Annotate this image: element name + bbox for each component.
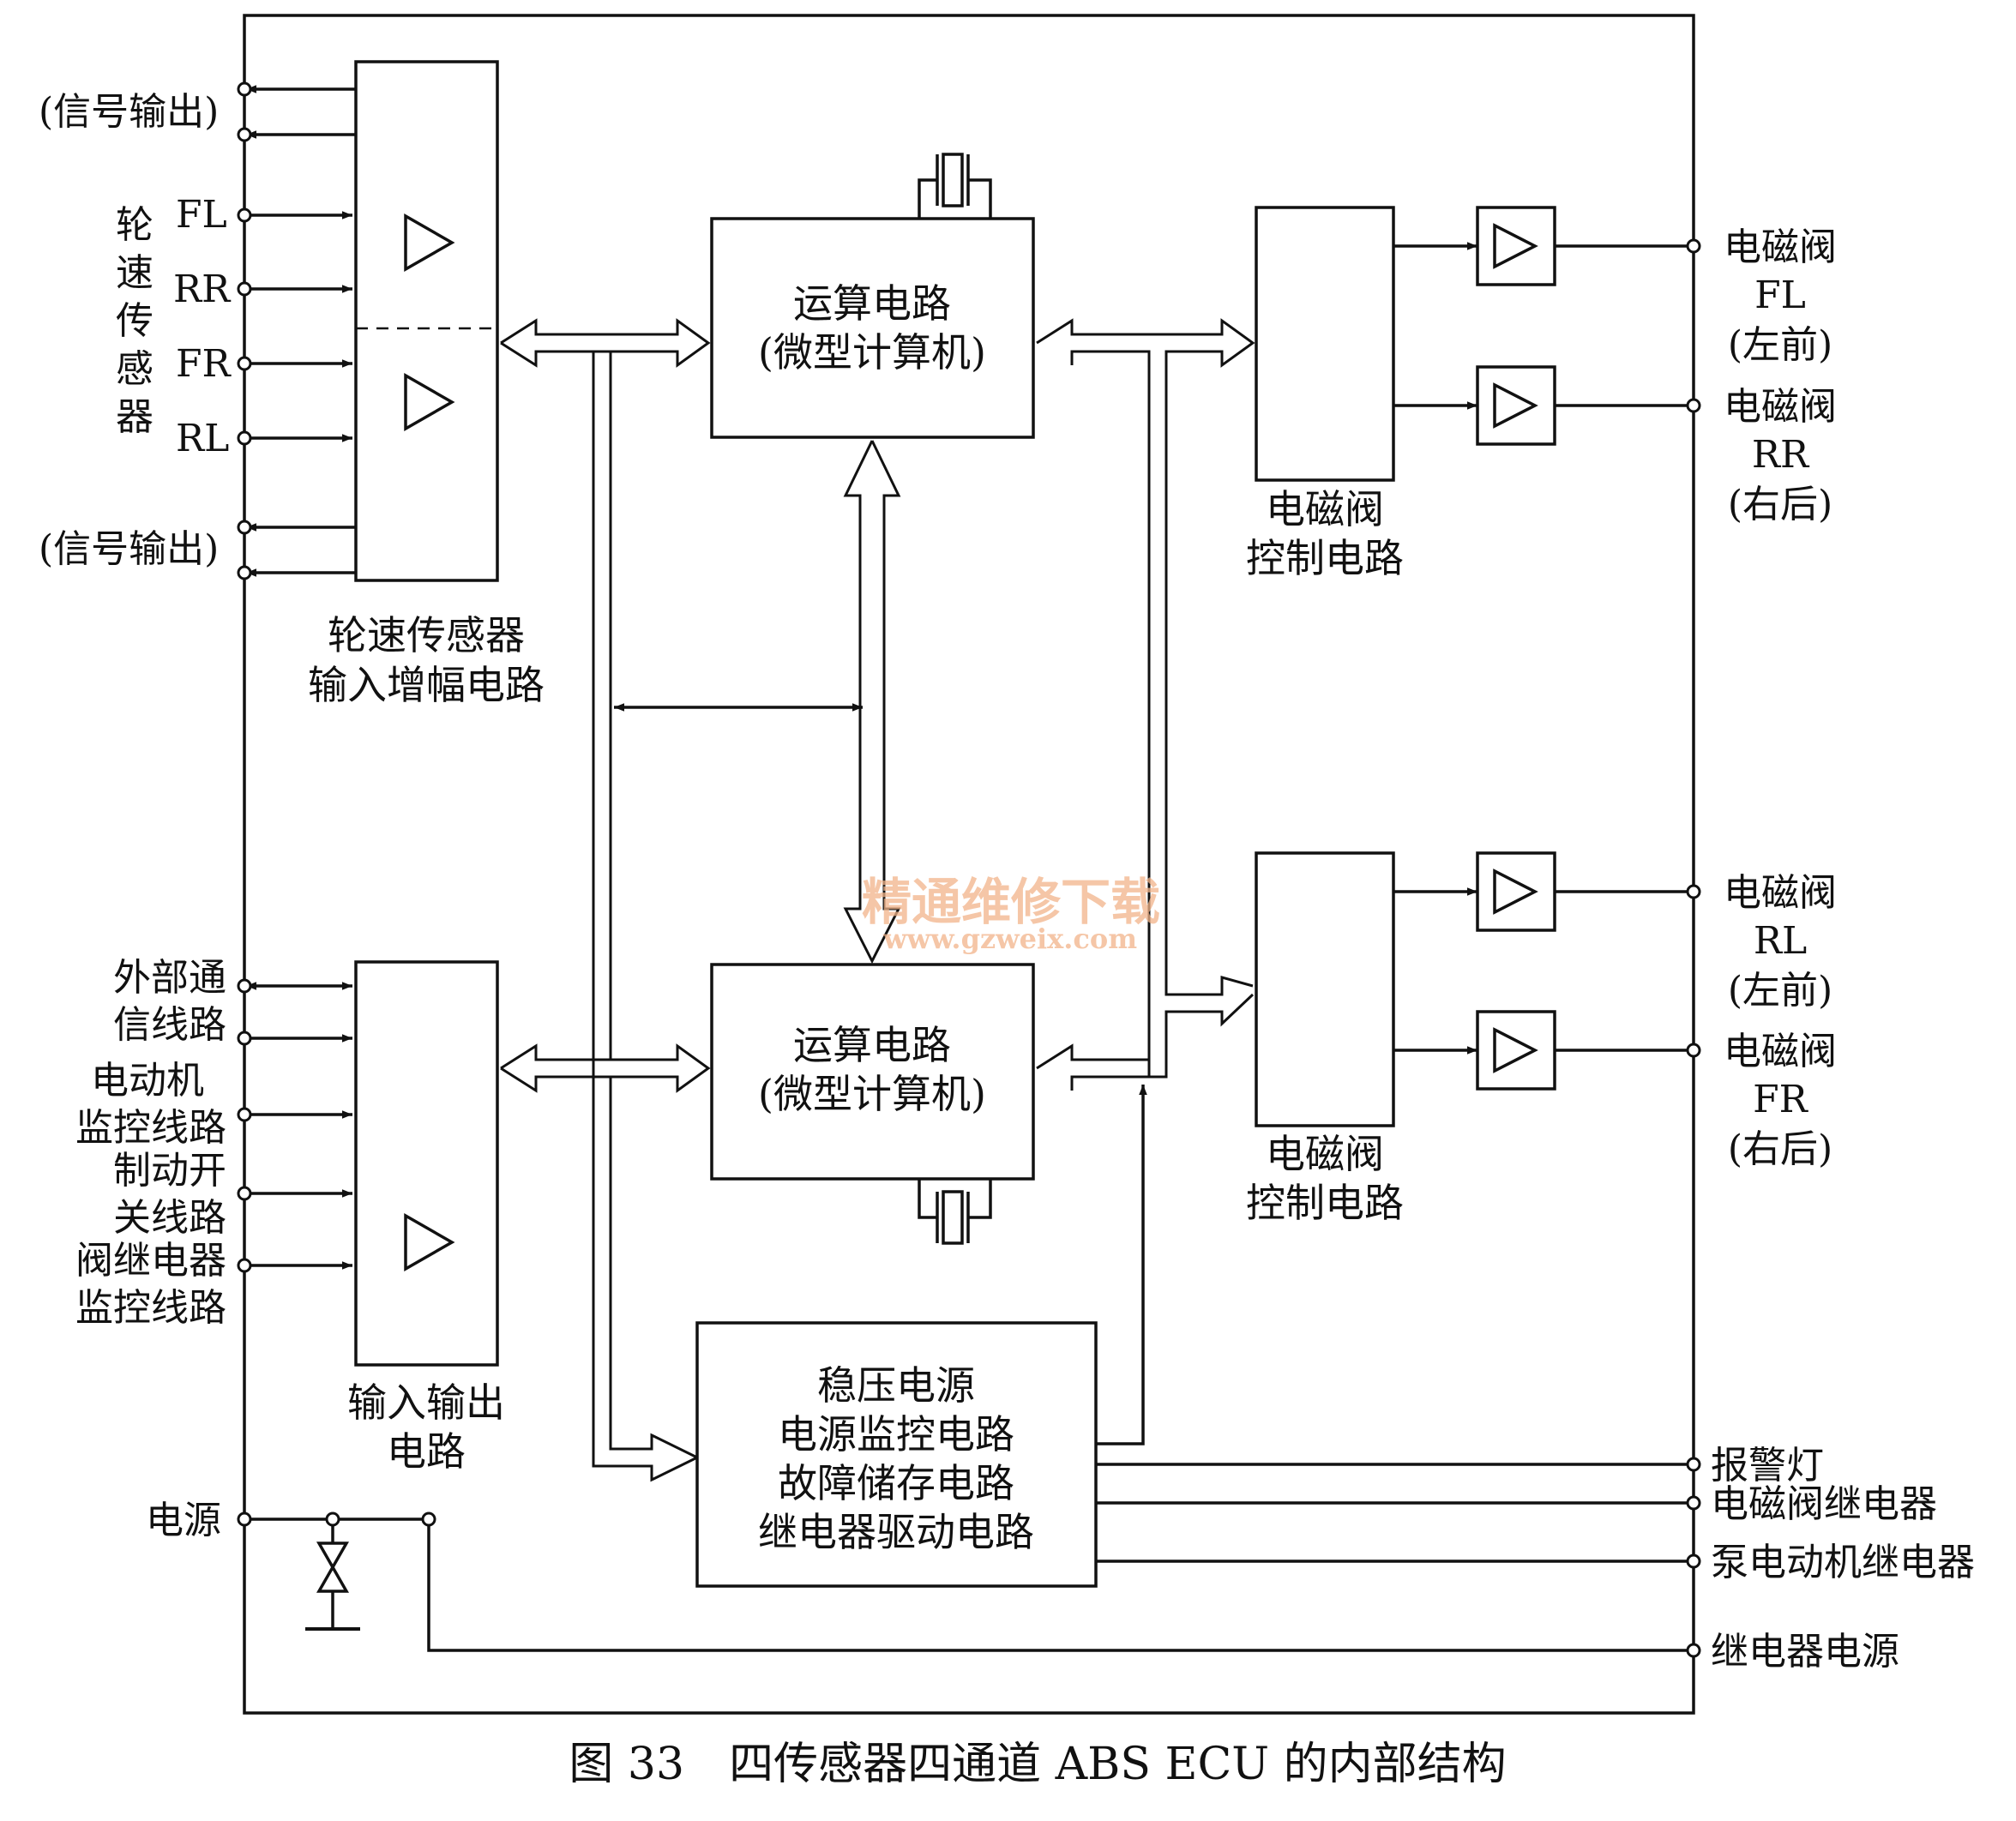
watermark-cn: 精通维修下载 (862, 873, 1160, 931)
valve-fl-label: FL (1754, 273, 1806, 317)
valve-ctrl-bottom-block (1255, 851, 1395, 1127)
driver-box-rl (1476, 851, 1556, 932)
figure-caption: 图 33 四传感器四通道 ABS ECU 的内部结构 (569, 1739, 1506, 1790)
bus-cpu-top-valve (1036, 318, 1255, 996)
wheel-sensor-char: 器 (116, 395, 153, 439)
io-circuit-block (354, 960, 499, 1367)
fl-label: FL (176, 193, 227, 237)
power-block-label: 继电器驱动电路 (758, 1509, 1034, 1555)
signal-out-bottom-label: (信号输出) (39, 527, 219, 571)
zener-diode-icon (316, 1542, 350, 1593)
motor-monitor-label: 监控线路 (75, 1106, 226, 1150)
rl-label: RL (176, 417, 229, 460)
wheel-sensor-char: 传 (116, 299, 153, 343)
driver-box-fr (1476, 1010, 1556, 1091)
driver-box-rr (1476, 365, 1556, 446)
valve-rl-label: 电磁阀 (1724, 871, 1837, 915)
ecu-boundary (243, 14, 1695, 1715)
pump-relay-label: 泵电动机继电器 (1711, 1541, 1975, 1584)
sensor-amp-block (354, 60, 499, 582)
cpu-top-label: 运算电路 (793, 280, 951, 327)
valve-fl-label: 电磁阀 (1724, 225, 1837, 269)
valve-ctrl-top-label: 电磁阀 (1266, 486, 1384, 532)
power-block-label: 电源监控电路 (778, 1411, 1014, 1457)
amp-triangle (404, 213, 455, 273)
valve-fr-label: 电磁阀 (1724, 1030, 1837, 1073)
sensor-amp-label: 轮速传感器 (328, 612, 525, 658)
valve-rl-label: RL (1754, 919, 1807, 963)
power-block-label: 稳压电源 (817, 1362, 975, 1409)
sensor-amp-label: 输入增幅电路 (308, 662, 545, 708)
valve-relay-monitor-label: 监控线路 (75, 1286, 226, 1330)
valve-rl-label: (左前) (1728, 969, 1832, 1013)
external-comm-label: 信线路 (113, 1003, 226, 1047)
cpu-bottom-label: (微型计算机) (758, 1071, 986, 1117)
rr-label: RR (173, 267, 232, 311)
signal-out-top-label: (信号输出) (39, 90, 219, 134)
bus-cpu-cpu (843, 440, 901, 965)
amp-triangle (404, 372, 455, 432)
wheel-sensor-char: 轮 (116, 203, 153, 247)
crystal-oscillator-bottom (918, 1179, 992, 1245)
valve-ctrl-bottom-label: 控制电路 (1246, 1180, 1404, 1226)
valve-rr-label: (右后) (1728, 483, 1832, 526)
bus-sensor-cpu-top (500, 318, 711, 368)
bus-cpu-bottom-valve (1036, 1043, 1149, 1070)
cpu-bottom-label: 运算电路 (793, 1022, 951, 1068)
valve-rr-label: RR (1752, 433, 1810, 477)
motor-monitor-label: 电动机 (91, 1059, 204, 1103)
warning-lamp-label: 报警灯 (1711, 1444, 1824, 1487)
brake-switch-label: 关线路 (113, 1196, 226, 1240)
wheel-sensor-char: 速 (116, 251, 153, 295)
valve-rr-label: 电磁阀 (1724, 385, 1837, 429)
link-power-to-bus (1096, 1085, 1147, 1445)
io-circuit-label: 输入输出 (347, 1379, 505, 1426)
io-circuit-label: 电路 (387, 1428, 466, 1475)
valve-fr-label: (右后) (1728, 1127, 1832, 1171)
relay-power-label: 继电器电源 (1711, 1630, 1899, 1674)
external-comm-label: 外部通 (113, 956, 226, 1000)
bus-io-cpu-bottom (500, 1043, 711, 1093)
valve-relay-monitor-label: 阀继电器 (75, 1239, 226, 1283)
brake-switch-label: 制动开 (113, 1149, 226, 1193)
power-input-label: 电源 (146, 1499, 221, 1542)
valve-ctrl-top-label: 控制电路 (1246, 535, 1404, 581)
cpu-top-label: (微型计算机) (758, 329, 986, 376)
cpu-bottom-block (710, 963, 1035, 1181)
valve-fr-label: FR (1753, 1078, 1809, 1121)
bus-trunk-outer (592, 352, 698, 1482)
valve-fl-label: (左前) (1728, 323, 1832, 367)
crystal-oscillator-top (918, 153, 992, 219)
power-block (695, 1321, 1098, 1588)
cpu-top-block (710, 217, 1035, 439)
wheel-sensor-char: 感 (116, 347, 153, 391)
valve-relay-label: 电磁阀继电器 (1711, 1482, 1937, 1526)
valve-ctrl-top-block (1255, 206, 1395, 482)
amp-triangle (404, 1212, 455, 1272)
fr-label: FR (176, 342, 232, 386)
driver-box-fl (1476, 206, 1556, 286)
watermark-url: www.gzweix.com (882, 923, 1137, 955)
valve-ctrl-bottom-label: 电磁阀 (1266, 1131, 1384, 1177)
power-block-label: 故障储存电路 (778, 1460, 1014, 1506)
